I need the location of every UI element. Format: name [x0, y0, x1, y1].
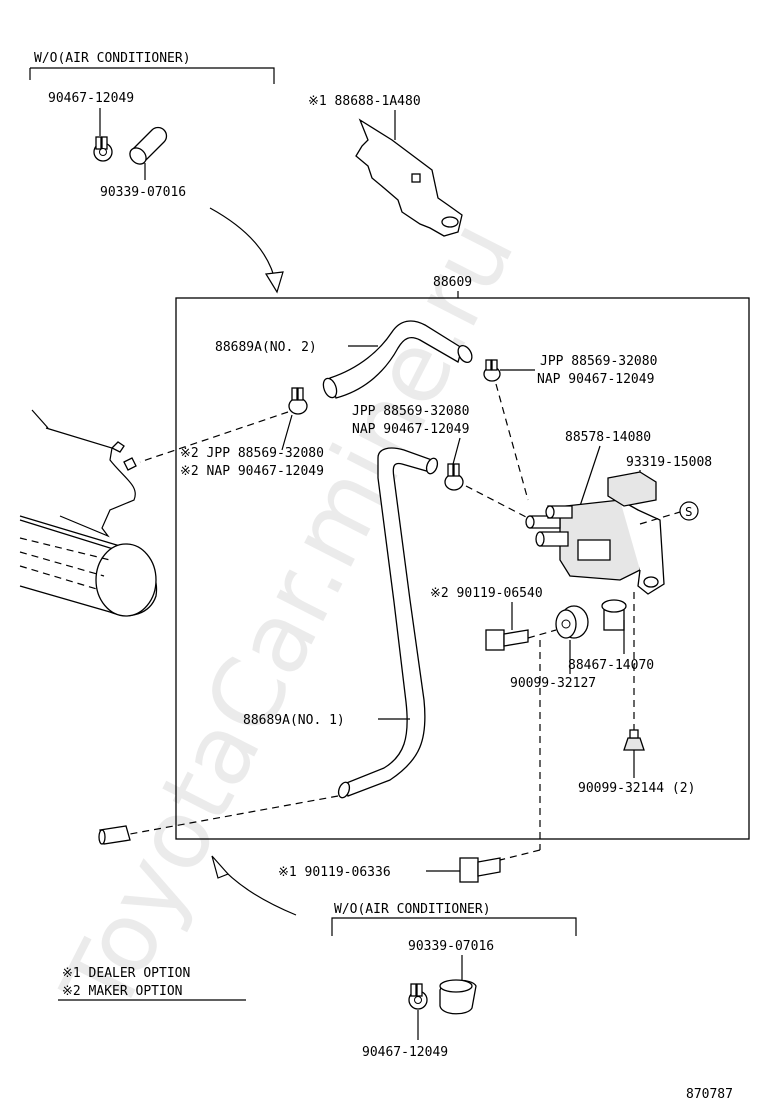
clamp-icon — [93, 136, 113, 162]
pipe-stub-icon — [98, 825, 131, 845]
clamp-middle-jpp: JPP 88569-32080 — [352, 404, 469, 419]
assembly-label: 88609 — [433, 275, 472, 290]
bottom-hose-label: 90339-07016 — [408, 939, 494, 954]
hose-no2-label: 88689A(NO. 2) — [215, 340, 317, 355]
clamp-middle-icon — [444, 463, 464, 491]
legend-dealer: ※1 DEALER OPTION — [62, 966, 190, 981]
top-hose-label: 90339-07016 — [100, 185, 186, 200]
clip-icon — [623, 729, 645, 751]
engine-part-icon — [19, 409, 158, 617]
hose-no2-icon — [322, 320, 473, 399]
hose-no1-icon — [337, 447, 439, 799]
bottom-section-bracket — [331, 917, 577, 936]
clamp-right-icon — [483, 359, 501, 382]
figure-number: 870787 — [686, 1087, 733, 1102]
bolt-upper-label: ※2 90119-06540 — [430, 586, 543, 601]
bolt-upper-icon — [485, 629, 529, 651]
clamp-middle-nap: NAP 90467-12049 — [352, 422, 469, 437]
top-clamp-label: 90467-12049 — [48, 91, 134, 106]
bolt-lower-label: ※1 90119-06336 — [278, 865, 391, 880]
bracket-label: ※1 88688-1A480 — [308, 94, 421, 109]
clamp-left-nap: ※2 NAP 90467-12049 — [180, 464, 324, 479]
legend-maker: ※2 MAKER OPTION — [62, 984, 182, 999]
short-hose-icon — [129, 126, 168, 165]
arrow-top — [209, 207, 277, 285]
clamp-left-icon — [288, 387, 308, 415]
top-section-title: W/O(AIR CONDITIONER) — [34, 51, 191, 66]
grommet-icon — [555, 605, 589, 639]
collar-icon — [601, 599, 627, 631]
assembly-box — [175, 297, 750, 840]
bolt-lower-icon — [459, 857, 501, 883]
grommet-label: 90099-32127 — [510, 676, 596, 691]
bottom-section-title: W/O(AIR CONDITIONER) — [334, 902, 491, 917]
clamp-right-nap: NAP 90467-12049 — [537, 372, 654, 387]
vsv-label: 88578-14080 — [565, 430, 651, 445]
top-section-bracket — [30, 67, 275, 84]
clamp-left-jpp: ※2 JPP 88569-32080 — [180, 446, 324, 461]
filter-symbol: S — [685, 504, 693, 519]
clip-label: 90099-32144 (2) — [578, 781, 695, 796]
bottom-clamp-label: 90467-12049 — [362, 1045, 448, 1060]
filter-icon — [607, 471, 657, 507]
hose-no1-label: 88689A(NO. 1) — [243, 713, 345, 728]
filter-label: 93319-15008 — [626, 455, 712, 470]
bottom-clamp-icon — [408, 983, 428, 1010]
filter-symbol-circle — [679, 501, 699, 521]
bracket-icon — [355, 118, 463, 237]
clamp-right-jpp: JPP 88569-32080 — [540, 354, 657, 369]
vsv-icon — [525, 499, 665, 595]
bottom-short-hose-icon — [439, 979, 477, 1015]
collar-label: 88467-14070 — [568, 658, 654, 673]
